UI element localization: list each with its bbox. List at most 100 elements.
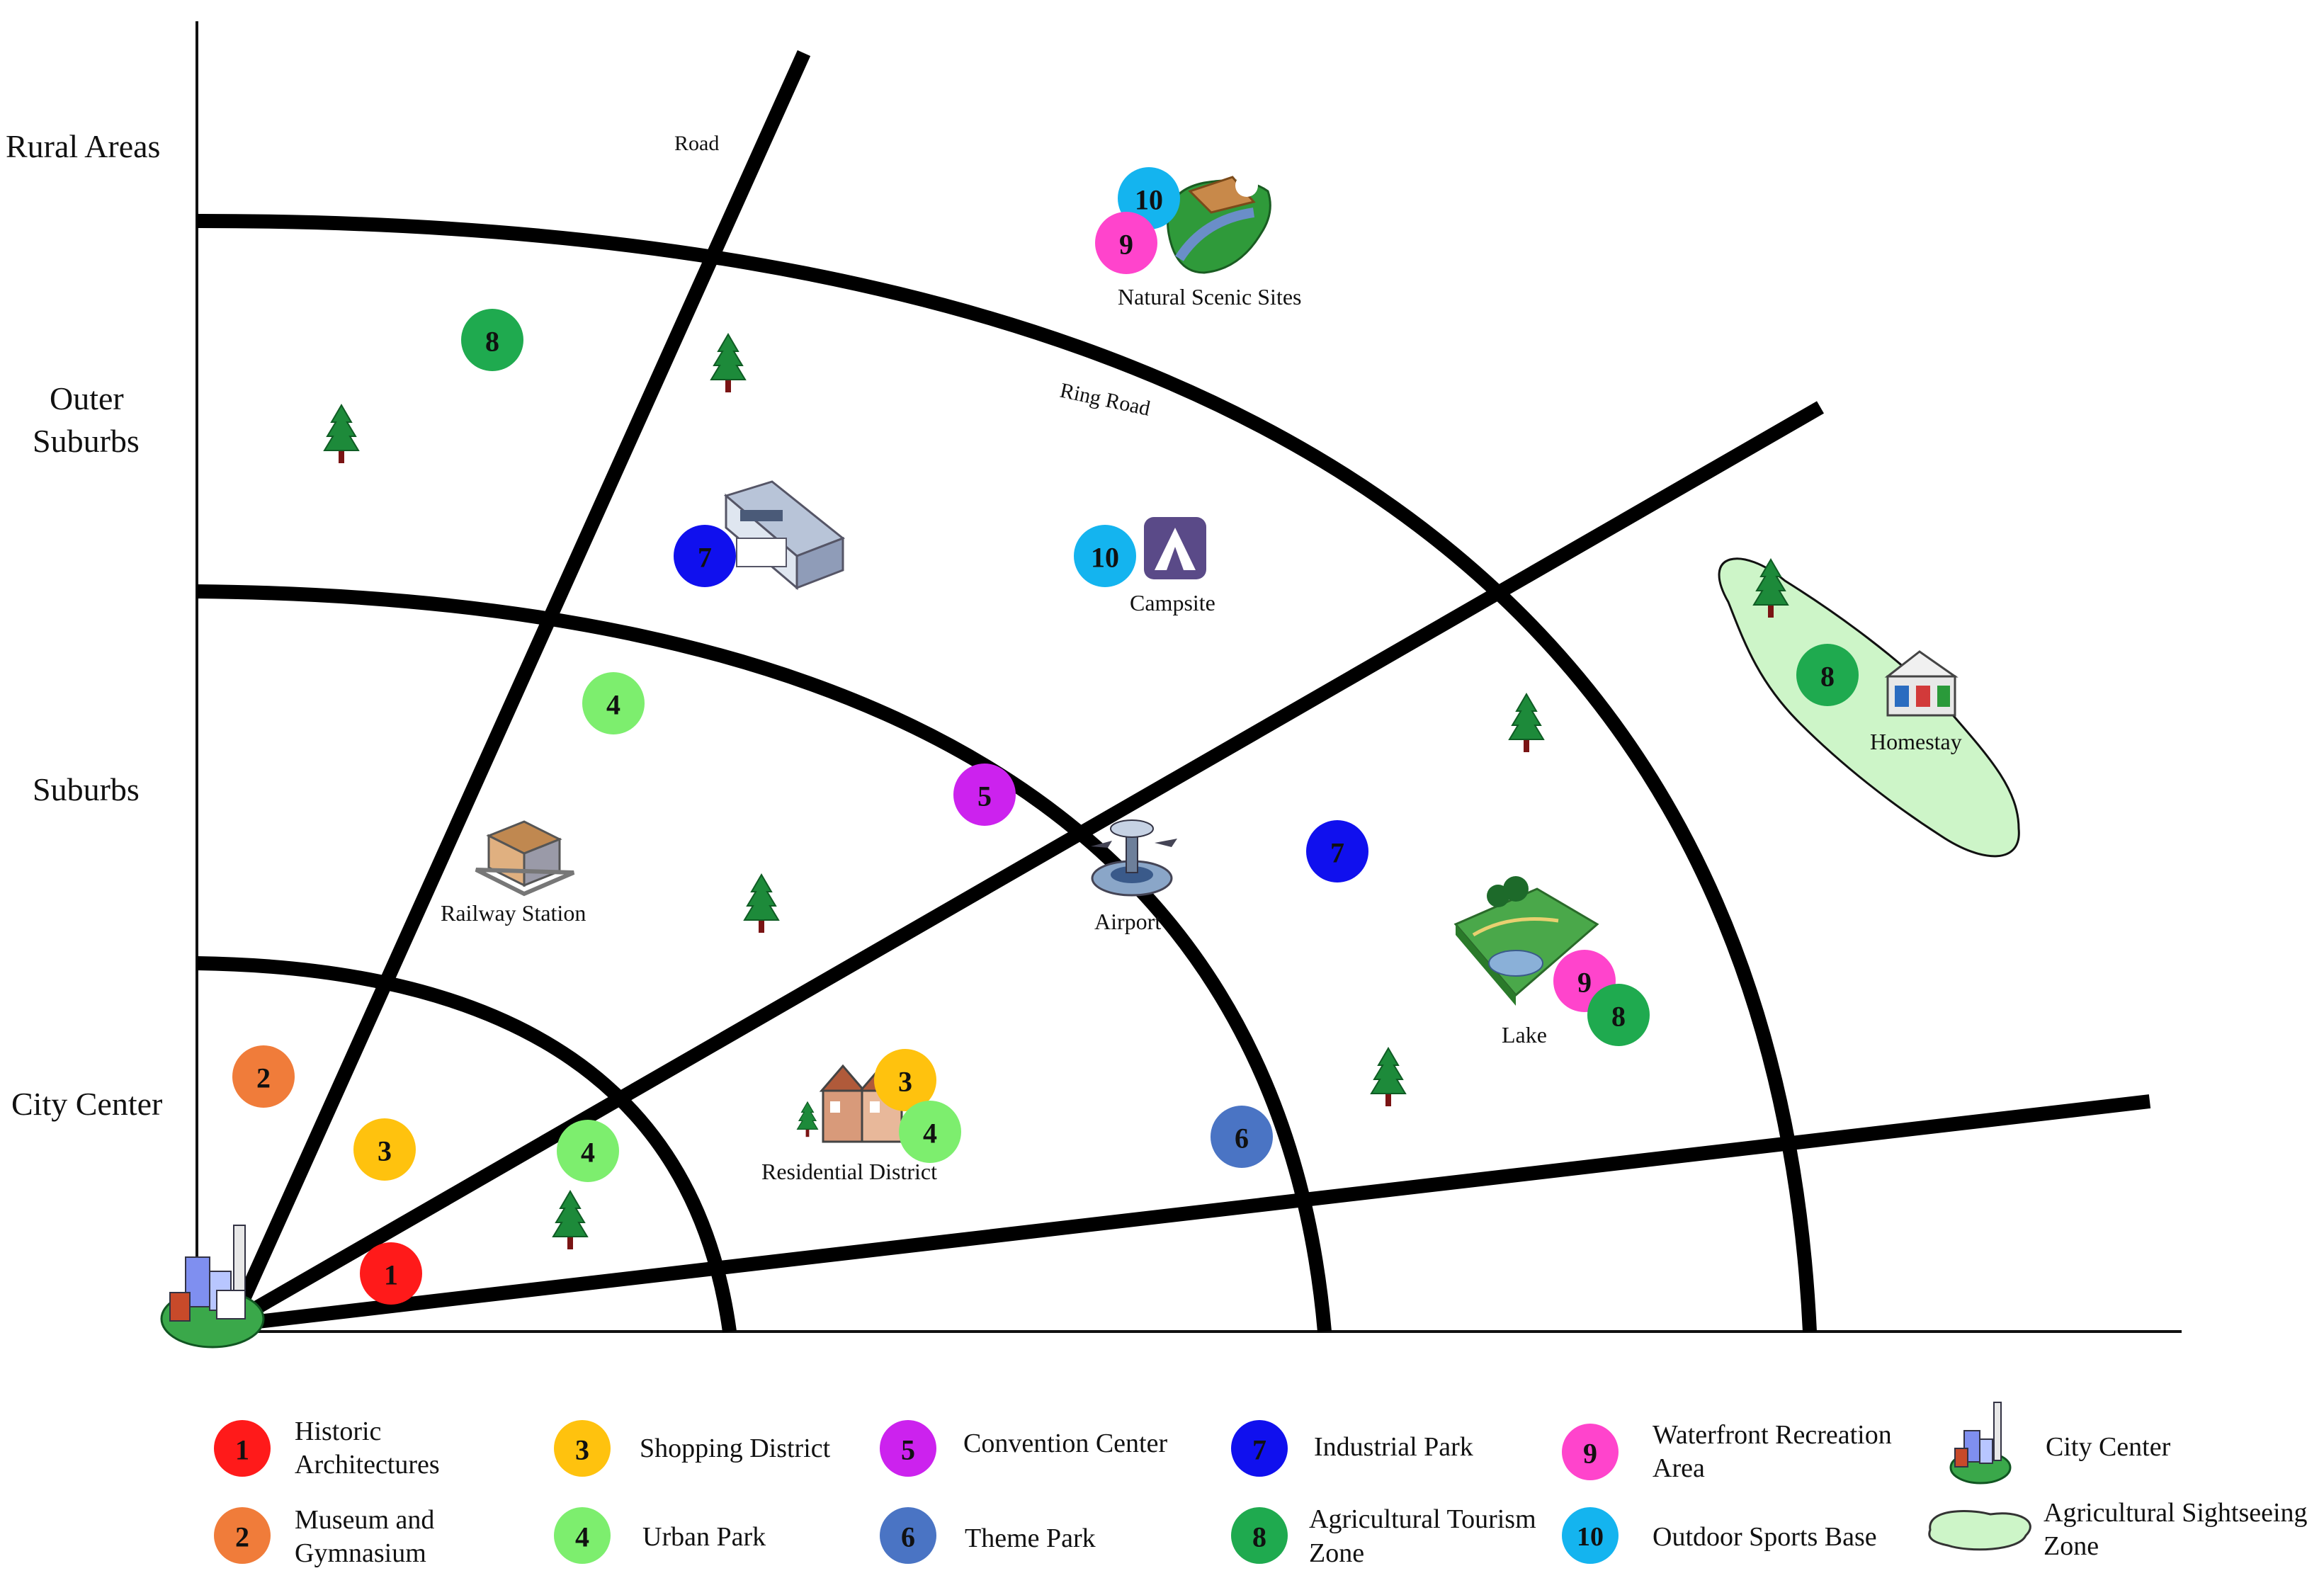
marker: 7 bbox=[674, 525, 736, 587]
marker-number: 8 bbox=[485, 326, 499, 358]
marker: 2 bbox=[232, 1045, 295, 1108]
marker-number: 10 bbox=[1135, 184, 1163, 216]
legend-label: Agricultural Tourism bbox=[1309, 1504, 1536, 1534]
legend-item: 4 Urban Park bbox=[554, 1507, 766, 1564]
marker-number: 3 bbox=[898, 1066, 912, 1098]
city-center-icon bbox=[160, 1225, 265, 1349]
legend-item: 2 Museum and Gymnasium bbox=[214, 1505, 434, 1568]
legend-label-2: Architectures bbox=[295, 1450, 440, 1480]
agricultural-zone-area bbox=[1718, 557, 2020, 858]
marker: 9 bbox=[1095, 212, 1157, 274]
legend: 1 Historic Architectures 2 Museum and Gy… bbox=[214, 1402, 2308, 1568]
tree-icon bbox=[744, 874, 779, 933]
marker: 3 bbox=[353, 1118, 416, 1181]
legend-number: 10 bbox=[1577, 1522, 1604, 1552]
legend-label: Outdoor Sports Base bbox=[1653, 1522, 1877, 1552]
tree-icon bbox=[1371, 1048, 1406, 1107]
marker: 4 bbox=[582, 672, 645, 734]
marker-number: 4 bbox=[581, 1137, 595, 1169]
legend-label-2: Zone bbox=[1309, 1538, 1364, 1568]
marker: 8 bbox=[461, 309, 523, 371]
legend-label: Convention Center bbox=[963, 1429, 1167, 1458]
marker: 4 bbox=[899, 1101, 961, 1163]
marker-number: 5 bbox=[977, 781, 992, 812]
lake-icon bbox=[1453, 876, 1599, 1006]
legend-item: 8 Agricultural Tourism Zone bbox=[1231, 1504, 1536, 1568]
legend-number: 6 bbox=[901, 1521, 915, 1553]
legend-label: Shopping District bbox=[640, 1434, 831, 1463]
legend-number: 3 bbox=[575, 1434, 589, 1466]
airport-icon bbox=[1091, 819, 1177, 897]
marker-number: 6 bbox=[1235, 1123, 1249, 1154]
legend-number: 5 bbox=[901, 1434, 915, 1466]
legend-item: 10 Outdoor Sports Base bbox=[1562, 1507, 1877, 1564]
legend-number: 8 bbox=[1252, 1521, 1266, 1553]
tree-icon bbox=[796, 1101, 819, 1137]
zone-label-suburbs: Suburbs bbox=[33, 771, 140, 807]
place-label-residential: Residential District bbox=[761, 1159, 937, 1184]
marker-number: 10 bbox=[1091, 542, 1119, 574]
marker-number: 3 bbox=[378, 1135, 392, 1167]
legend-item: 3 Shopping District bbox=[554, 1420, 831, 1477]
marker: 1 bbox=[360, 1242, 422, 1305]
marker-number: 7 bbox=[698, 542, 712, 574]
legend-label: Historic bbox=[295, 1417, 381, 1446]
legend-number: 7 bbox=[1252, 1434, 1266, 1466]
marker-number: 4 bbox=[606, 689, 620, 721]
legend-item: 1 Historic Architectures bbox=[214, 1417, 440, 1480]
place-label-airport: Airport bbox=[1094, 909, 1161, 934]
legend-item: 7 Industrial Park bbox=[1231, 1420, 1473, 1477]
marker-number: 1 bbox=[384, 1259, 398, 1291]
legend-item-agricultural-zone: Agricultural Sightseeing Zone bbox=[1928, 1498, 2308, 1561]
tree-icon bbox=[1509, 693, 1544, 753]
legend-number: 9 bbox=[1583, 1438, 1597, 1470]
agricultural-zone-icon bbox=[1928, 1509, 2031, 1551]
natural-scenic-icon bbox=[1167, 174, 1271, 274]
homestay-icon bbox=[1884, 650, 1959, 717]
marker-number: 8 bbox=[1611, 1001, 1626, 1033]
railway-station-icon bbox=[475, 820, 575, 897]
marker-number: 8 bbox=[1820, 661, 1835, 693]
markers: 8 10 9 7 10 8 4 5 7 9 8 2 3 4 3 4 6 1 bbox=[232, 167, 1859, 1305]
legend-label: Theme Park bbox=[965, 1523, 1096, 1553]
marker-number: 4 bbox=[923, 1118, 937, 1150]
legend-item: 6 Theme Park bbox=[880, 1507, 1096, 1564]
tree-icon bbox=[552, 1191, 588, 1250]
legend-item: 9 Waterfront Recreation Area bbox=[1562, 1420, 1892, 1483]
marker: 8 bbox=[1587, 984, 1650, 1046]
marker-number: 9 bbox=[1119, 229, 1133, 261]
legend-label: Industrial Park bbox=[1314, 1432, 1473, 1462]
marker-number: 9 bbox=[1577, 967, 1592, 999]
place-label-railway-station: Railway Station bbox=[441, 900, 586, 926]
place-label-campsite: Campsite bbox=[1130, 590, 1215, 615]
legend-label-2: Gymnasium bbox=[295, 1538, 426, 1568]
marker: 8 bbox=[1796, 644, 1859, 706]
marker-number: 7 bbox=[1330, 837, 1344, 869]
marker: 4 bbox=[557, 1120, 619, 1182]
legend-label: City Center bbox=[2046, 1432, 2171, 1462]
zone-label-rural: Rural Areas bbox=[6, 128, 160, 164]
legend-number: 1 bbox=[235, 1434, 249, 1466]
tree-icon bbox=[710, 334, 746, 393]
marker: 5 bbox=[953, 764, 1016, 826]
legend-label: Urban Park bbox=[642, 1522, 766, 1552]
zone-label-outer-1: Outer bbox=[50, 380, 124, 416]
radial-roads bbox=[227, 50, 2151, 1332]
road-label: Road bbox=[674, 132, 719, 155]
tree-icons bbox=[324, 334, 1789, 1250]
industrial-building-icon bbox=[723, 480, 845, 591]
place-label-natural-scenic: Natural Scenic Sites bbox=[1118, 284, 1301, 310]
marker: 3 bbox=[874, 1049, 936, 1111]
campsite-icon bbox=[1144, 517, 1206, 579]
legend-label-2: Zone bbox=[2044, 1531, 2099, 1561]
legend-label: Museum and bbox=[295, 1505, 434, 1535]
legend-number: 2 bbox=[235, 1521, 249, 1553]
place-label-lake: Lake bbox=[1502, 1022, 1547, 1048]
marker: 7 bbox=[1306, 820, 1368, 882]
legend-number: 4 bbox=[575, 1521, 589, 1553]
marker: 10 bbox=[1074, 525, 1136, 587]
axes bbox=[195, 21, 2182, 1333]
ring-road-label: Ring Road bbox=[1058, 379, 1152, 421]
legend-item: 5 Convention Center bbox=[880, 1420, 1167, 1477]
